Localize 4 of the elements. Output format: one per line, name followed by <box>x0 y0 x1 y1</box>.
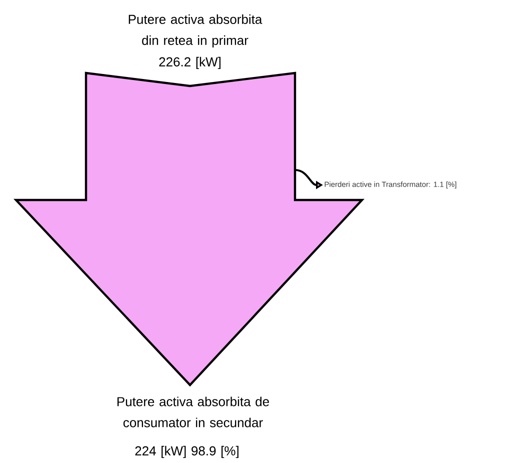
flow-label: Putere activa absorbita din retea in primar <box>128 14 262 48</box>
value-label: 224 [kW] 98.9 [%] <box>135 446 238 458</box>
value-label: 226.2 [kW] <box>159 56 220 70</box>
flow-label: Putere activa absorbita de consumator in secundar <box>117 396 269 428</box>
